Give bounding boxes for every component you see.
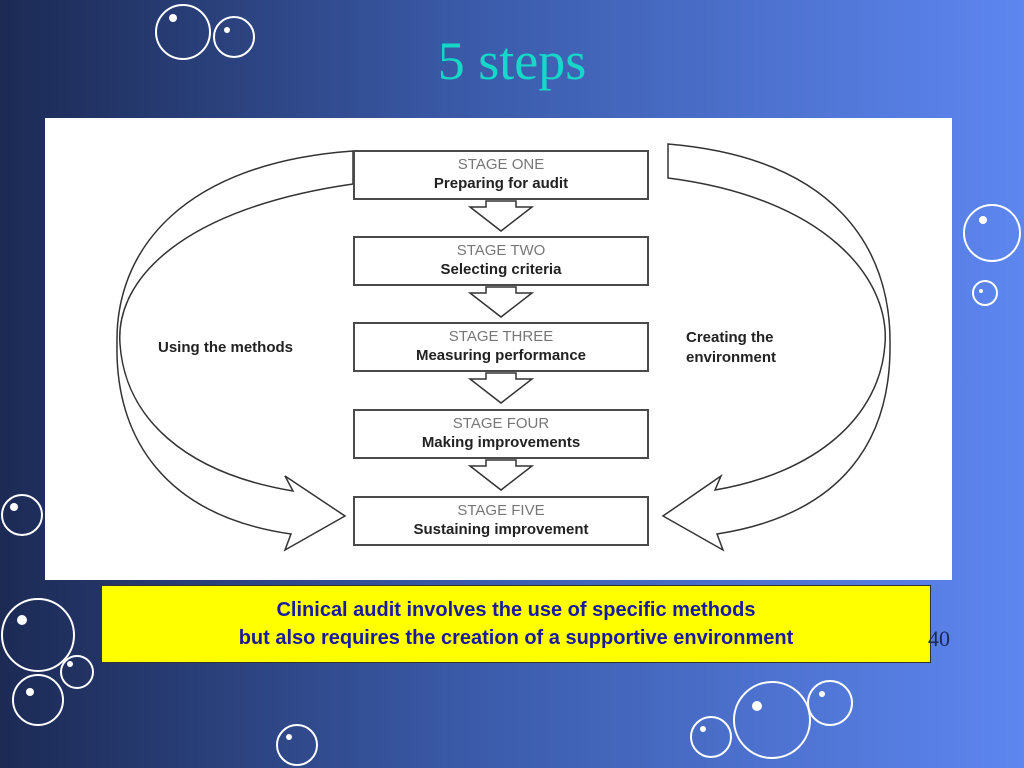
slide-title: 5 steps xyxy=(437,31,587,91)
stage-label: STAGE THREE xyxy=(448,328,554,345)
bubble-icon xyxy=(12,674,64,726)
bubble-icon xyxy=(1,494,43,536)
down-arrow-icon xyxy=(467,372,535,404)
stage-description: Sustaining improvement xyxy=(413,521,589,538)
diagram-arrows xyxy=(116,143,891,552)
bubble-icon xyxy=(963,204,1021,262)
stage-one-box: STAGE ONE Preparing for audit xyxy=(353,150,649,200)
right-curved-arrow xyxy=(661,143,891,552)
stage-four-box: STAGE FOUR Making improvements xyxy=(353,409,649,459)
bubble-icon xyxy=(155,4,211,60)
stage-description: Preparing for audit xyxy=(433,175,569,192)
stage-label: STAGE FOUR xyxy=(452,415,550,432)
stage-five-box: STAGE FIVE Sustaining improvement xyxy=(353,496,649,546)
stage-description: Making improvements xyxy=(421,434,581,451)
right-label-line1: Creating the xyxy=(686,329,774,346)
stage-label: STAGE FIVE xyxy=(457,502,545,519)
left-curved-arrow xyxy=(116,150,354,552)
down-arrow-icon xyxy=(467,286,535,318)
down-arrow-icon xyxy=(467,459,535,491)
stage-description: Measuring performance xyxy=(415,347,587,364)
right-label-line2: environment xyxy=(686,349,777,366)
bubble-icon xyxy=(972,280,998,306)
bubble-icon xyxy=(1,598,75,672)
caption-line1: Clinical audit involves the use of speci… xyxy=(276,599,756,621)
slide-number: 40 xyxy=(928,626,950,651)
down-arrow-icon xyxy=(467,200,535,232)
bubble-icon xyxy=(733,681,811,759)
stage-description: Selecting criteria xyxy=(440,261,562,278)
stage-two-box: STAGE TWO Selecting criteria xyxy=(353,236,649,286)
caption-line2: but also requires the creation of a supp… xyxy=(238,627,794,649)
caption-box: Clinical audit involves the use of speci… xyxy=(101,585,931,663)
stage-connector-arrows xyxy=(467,200,535,491)
audit-cycle-diagram: STAGE ONE Preparing for audit STAGE TWO … xyxy=(45,118,952,580)
right-side-label: Creating the environment xyxy=(686,328,776,368)
stage-three-box: STAGE THREE Measuring performance xyxy=(353,322,649,372)
stage-label: STAGE TWO xyxy=(456,242,546,259)
bubble-icon xyxy=(60,655,94,689)
stage-label: STAGE ONE xyxy=(457,156,545,173)
bubble-icon xyxy=(807,680,853,726)
bubble-icon xyxy=(276,724,318,766)
bubble-icon xyxy=(690,716,732,758)
left-side-label: Using the methods xyxy=(158,339,294,356)
bubble-icon xyxy=(213,16,255,58)
